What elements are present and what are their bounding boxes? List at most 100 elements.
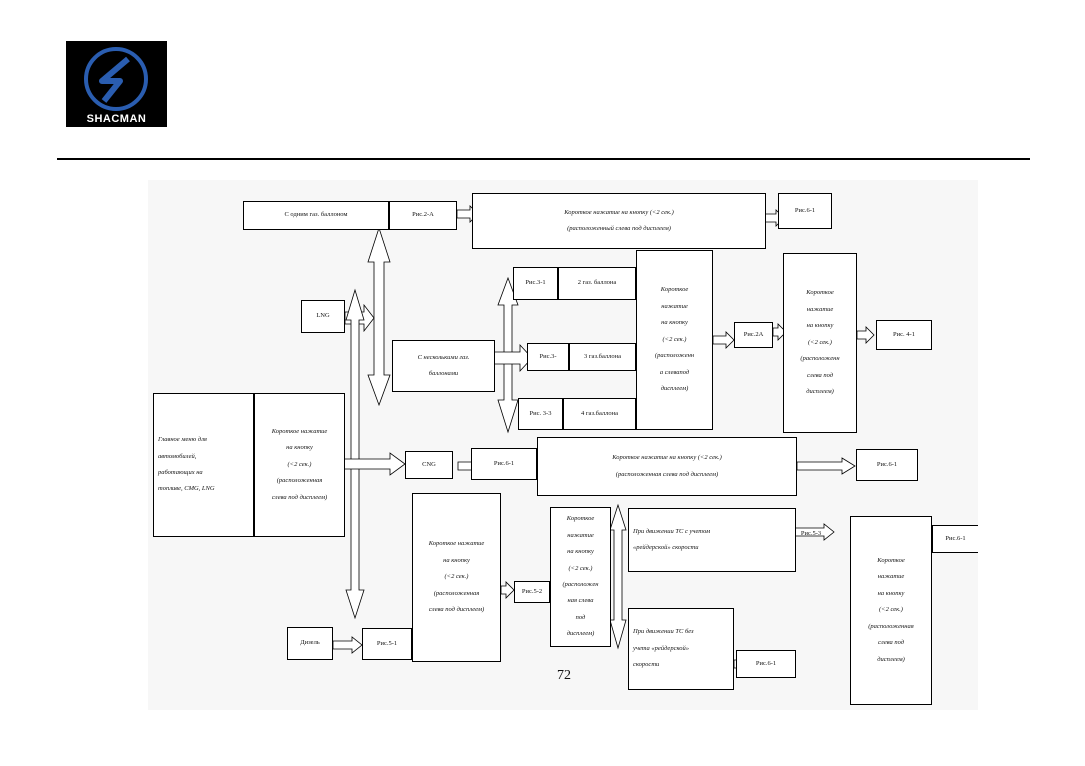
short-press-tall-line: (<2 сек.): [662, 335, 687, 343]
ref-6-1-right-label: Рис.6-1: [876, 460, 898, 468]
gas-one-box: С одним газ. баллоном: [243, 201, 389, 230]
main-menu-desc-line: работающих на: [158, 469, 203, 476]
press-far-right-line: Короткое: [877, 556, 905, 564]
press-diesel-line: слева под дисплеем): [428, 606, 485, 614]
press-diesel-box: Короткое нажатие на кнопку (<2 сек.) (ра…: [412, 493, 501, 662]
with-brake-line1: При движении ТС с учетом: [633, 527, 711, 535]
ref-5-3-box: Рис.5-3: [792, 522, 830, 546]
shacman-emblem-icon: [84, 47, 148, 111]
press-diesel-line: Короткое нажатие: [428, 540, 485, 548]
multi-balloons-box: С несколькими газ. баллонами: [392, 340, 495, 392]
ref-3-3-label: Рис. 3-3: [529, 409, 552, 417]
short-press-tall-line: нажатие: [661, 302, 688, 310]
press-far-right-line: слева под: [877, 639, 905, 647]
without-brake-line: При движении ТС без: [633, 628, 694, 636]
short-press-right-line: нажатие: [806, 305, 834, 313]
short-press-right-line: Короткое: [806, 289, 834, 297]
press-narrow-line: Короткое: [566, 515, 595, 523]
ref-6-1-mid-box: Рис.6-1: [471, 448, 537, 480]
main-menu-press-box: Короткое нажатие на кнопку (<2 сек.) (ра…: [254, 393, 345, 537]
ref-3-3-box: Рис. 3-3: [518, 398, 563, 430]
without-brake-box: При движении ТС без учета «рейдерской» с…: [628, 608, 734, 690]
diesel-box: Дизель: [287, 627, 333, 660]
main-menu-desc-line: Главное меню для: [158, 436, 207, 444]
press-diesel-line: (<2 сек.): [444, 573, 469, 581]
ref-6-1-top-label: Рис.6-1: [794, 206, 816, 214]
cng-label: CNG: [422, 460, 436, 468]
multi-balloons-line2: баллонами: [428, 370, 459, 377]
with-brake-line2: «рейдерской» скорости: [633, 544, 699, 551]
press-far-right-box: Короткое нажатие на кнопку (<2 сек.) (ра…: [850, 516, 932, 705]
ref-2a-mid-box: Рис.2А: [734, 322, 773, 348]
without-brake-line: учета «рейдерской»: [633, 644, 689, 652]
ref-5-2-box: Рис.5-2: [514, 581, 550, 603]
press-narrow-line: (расположен: [562, 581, 599, 588]
ref-6-1-top-box: Рис.6-1: [778, 193, 832, 229]
short-press-tall-line: Короткое: [660, 286, 689, 294]
press-narrow-box: Короткое нажатие на кнопку (<2 сек.) (ра…: [550, 507, 611, 647]
short-press-tall-box: Короткое нажатие на кнопку (<2 сек.) (ра…: [636, 250, 713, 430]
ref-6-1-right-box: Рис.6-1: [856, 449, 918, 481]
two-balloons-box: 2 газ. баллона: [558, 267, 636, 300]
three-balloons-box: 3 газ.баллона: [569, 343, 636, 371]
diesel-label: Дизель: [300, 639, 320, 647]
press-far-right-line: (расположенная: [868, 622, 914, 630]
press-far-right-line: дисплеем): [877, 655, 905, 663]
ref-2a-label: Рис.2-А: [412, 211, 434, 219]
ref-6-1-mid-label: Рис.6-1: [493, 459, 515, 467]
short-press-right-line: на кнопку: [806, 322, 834, 330]
three-balloons-label: 3 газ.баллона: [584, 352, 621, 360]
two-balloons-label: 2 газ. баллона: [577, 279, 617, 287]
main-menu-press-line: слева под дисплеем): [271, 493, 328, 501]
logo-text: SHACMAN: [86, 113, 147, 125]
press-narrow-line: нажатие: [567, 531, 594, 539]
main-menu-desc-box: Главное меню для автомобилей, работающих…: [153, 393, 254, 537]
ref-5-2-label: Рис.5-2: [521, 587, 543, 595]
four-balloons-box: 4 газ.баллона: [563, 398, 636, 430]
press-narrow-line: ная слева: [567, 597, 594, 605]
main-menu-press-line: на кнопку: [286, 444, 313, 452]
header-rule: [57, 158, 1030, 160]
ref-6-1-bottom-box: Рис.6-1: [736, 650, 796, 678]
ref-5-1-box: Рис.5-1: [362, 628, 412, 660]
with-brake-box: При движении ТС с учетом «рейдерской» ск…: [628, 508, 796, 572]
main-menu-press-line: Короткое нажатие: [271, 427, 328, 435]
press-narrow-line: под: [575, 613, 586, 621]
ref-2a-box: Рис.2-А: [389, 201, 457, 230]
gas-one-label: С одним газ. баллоном: [284, 211, 348, 219]
ref-2a-mid-label: Рис.2А: [743, 330, 764, 338]
short-press-cng-box: Короткое нажатие на кнопку (<2 сек.) (ра…: [537, 437, 797, 496]
ref-4-1-box: Рис. 4-1: [876, 320, 932, 350]
without-brake-line: скорости: [633, 661, 660, 669]
short-press-tall-line: дисплеем): [660, 385, 689, 393]
short-press-tall-line: а слевапод: [659, 368, 690, 376]
ref-5-1-label: Рис.5-1: [376, 639, 398, 647]
press-far-right-line: (<2 сек.): [879, 606, 903, 614]
ref-6-1-far-label: Рис.6-1: [945, 534, 966, 542]
main-menu-press-line: (расположенная: [276, 477, 323, 485]
press-diesel-line: на кнопку: [443, 556, 470, 564]
main-menu-desc-line: топливе, СМG, LNG: [158, 485, 215, 493]
press-far-right-line: нажатие: [877, 573, 905, 581]
main-menu-desc-line: автомобилей,: [158, 452, 197, 460]
short-press-cng-line1: Короткое нажатие на кнопку (<2 сек.): [612, 454, 722, 462]
short-press-top-line1: Короткое нажатие на кнопку (<2 сек.): [564, 208, 674, 216]
ref-5-3-label: Рис.5-3: [800, 529, 822, 537]
short-press-right-line: (<2 сек.): [808, 338, 832, 346]
short-press-cng-line2: (расположенная слева под дисплеем): [615, 470, 719, 478]
lng-box: LNG: [301, 300, 345, 333]
press-narrow-line: на кнопку: [567, 548, 594, 556]
ref-6-1-bottom-label: Рис.6-1: [755, 659, 777, 667]
short-press-right-line: слева под: [806, 371, 834, 379]
press-far-right-line: на кнопку: [877, 589, 905, 597]
press-narrow-line: дисплеем): [566, 630, 595, 638]
short-press-right-box: Короткое нажатие на кнопку (<2 сек.) (ра…: [783, 253, 857, 433]
short-press-right-line: (расположенн: [800, 355, 840, 363]
cng-box: CNG: [405, 451, 453, 479]
ref-3-1-label: Рис.3-1: [525, 279, 546, 287]
ref-3-2-label: Рис.3-: [539, 352, 557, 360]
ref-6-1-far-box: Рис.6-1: [932, 525, 978, 553]
ref-3-2-box: Рис.3-: [527, 343, 569, 371]
multi-balloons-line1: С несколькими газ.: [417, 353, 470, 361]
short-press-top-line2: (расположенный слева под дисплеем): [567, 225, 671, 232]
